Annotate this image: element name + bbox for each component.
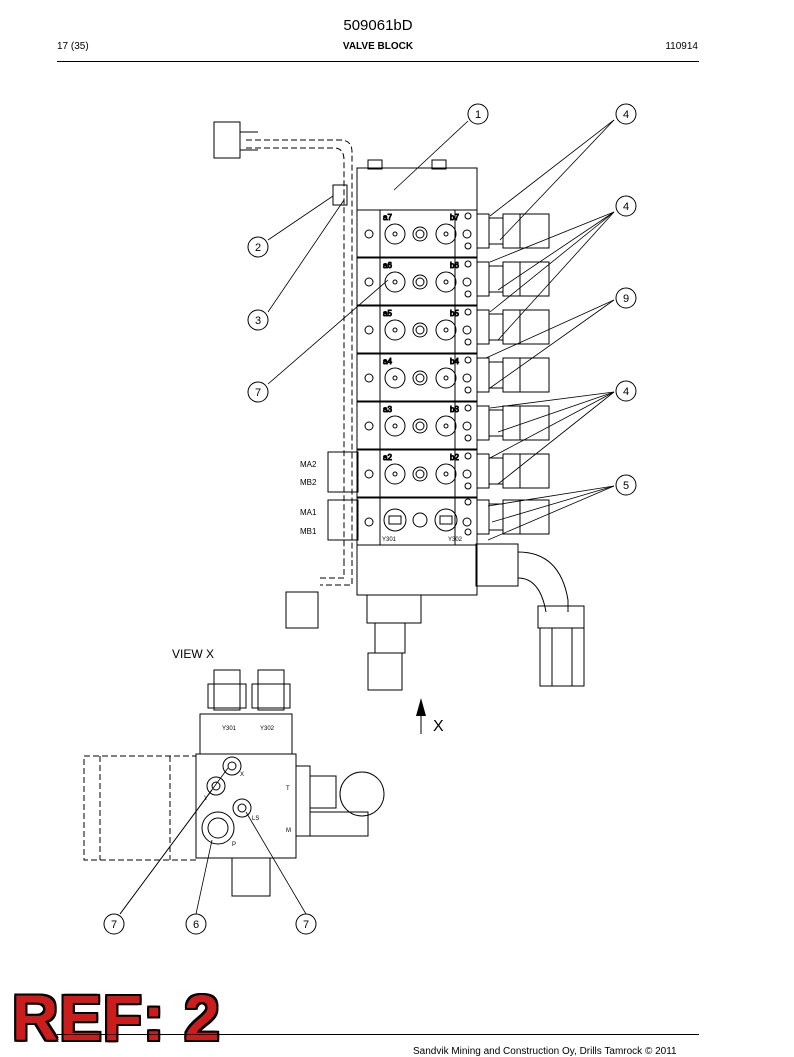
callout-bubble: 4 (615, 195, 637, 217)
section-label-a: a4 (383, 357, 392, 366)
port-label-ma1: MA1 (300, 508, 317, 517)
solenoid-label-y302: Y302 (448, 537, 463, 543)
view-port-p: P (232, 842, 236, 848)
header-rule (57, 61, 699, 62)
valve-block-bottom (356, 544, 478, 596)
section-label-a: a2 (383, 453, 392, 462)
view-port-ls: LS (252, 816, 259, 822)
reference-stamp: REF: 2 (12, 982, 221, 1054)
view-port-y: Y (204, 796, 208, 802)
port-label-mb1: MB1 (300, 527, 317, 536)
view-port-t: T (286, 786, 290, 792)
hose-fitting (464, 356, 550, 394)
port-label-ma2: MA2 (300, 460, 317, 469)
valve-section (356, 209, 478, 258)
document-date: 110914 (665, 41, 698, 52)
footer-rule (57, 1034, 699, 1035)
valve-block-top (356, 167, 478, 211)
section-label-a: a3 (383, 405, 392, 414)
hose-fitting (464, 404, 550, 442)
svg-text:7: 7 (303, 919, 309, 931)
callout-bubble: 4 (615, 380, 637, 402)
section-label-b: b4 (450, 357, 459, 366)
svg-text:2: 2 (255, 242, 261, 254)
section-label-a: a7 (383, 213, 392, 222)
svg-text:7: 7 (255, 387, 261, 399)
hose-fitting (464, 212, 550, 250)
hose-fitting (464, 452, 550, 490)
section-label-b: b5 (450, 309, 459, 318)
callout-bubble: 1 (467, 103, 489, 125)
port-label-mb2: MB2 (300, 478, 317, 487)
section-label-b: b2 (450, 453, 459, 462)
solenoid-label-y301: Y301 (382, 537, 397, 543)
hose-fitting (464, 498, 550, 536)
view-solenoid-y302: Y302 (260, 726, 275, 732)
callout-bubble: 9 (615, 287, 637, 309)
view-port-x: X (240, 772, 244, 778)
page-title: VALVE BLOCK (342, 41, 414, 52)
svg-text:7: 7 (111, 919, 117, 931)
svg-text:5: 5 (623, 480, 629, 492)
view-x-drawing (83, 669, 385, 897)
svg-text:4: 4 (623, 386, 629, 398)
hose-fitting (464, 308, 550, 346)
valve-section (356, 257, 478, 306)
view-title: VIEW X (172, 647, 214, 661)
view-port-m: M (286, 828, 291, 834)
section-label-b: b3 (450, 405, 459, 414)
valve-section (356, 401, 478, 450)
hose-fitting (464, 260, 550, 298)
callout-bubble: 7 (103, 913, 125, 935)
callout-bubble: 5 (615, 474, 637, 496)
svg-text:4: 4 (623, 109, 629, 121)
connector-bottom (285, 591, 319, 629)
view-solenoid-y301: Y301 (222, 726, 237, 732)
page-number: 17 (35) (57, 41, 89, 52)
svg-text:1: 1 (475, 109, 481, 121)
svg-text:6: 6 (193, 919, 199, 931)
svg-text:4: 4 (623, 201, 629, 213)
svg-text:3: 3 (255, 315, 261, 327)
callout-bubble: 7 (247, 381, 269, 403)
view-arrow: X (416, 698, 444, 735)
valve-section (356, 353, 478, 402)
callout-bubble: 2 (247, 236, 269, 258)
valve-section (356, 449, 478, 498)
section-label-b: b6 (450, 261, 459, 270)
view-arrow-label: X (433, 718, 444, 735)
callout-bubble: 7 (295, 913, 317, 935)
section-label-a: a6 (383, 261, 392, 270)
connector-top (213, 121, 241, 159)
elbow-hose (475, 543, 585, 687)
callout-bubble: 3 (247, 309, 269, 331)
valve-section (356, 305, 478, 354)
callout-bubble: 6 (185, 913, 207, 935)
section-label-a: a5 (383, 309, 392, 318)
callout-bubble: 4 (615, 103, 637, 125)
document-number: 509061bD (343, 17, 413, 34)
section-label-b: b7 (450, 213, 459, 222)
svg-text:9: 9 (623, 293, 629, 305)
footer-copyright: Sandvik Mining and Construction Oy, Dril… (413, 1046, 677, 1057)
